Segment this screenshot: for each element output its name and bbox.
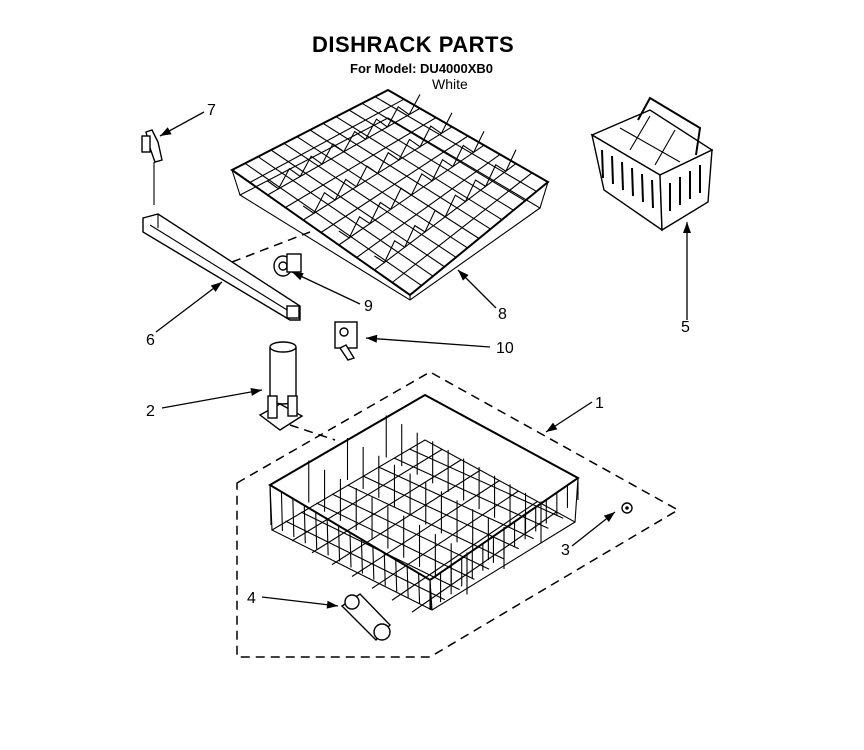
fastener <box>621 502 633 514</box>
callout-8: 8 <box>498 306 507 323</box>
upper-dishrack <box>230 88 550 301</box>
color-variant: White <box>432 76 468 92</box>
callout-6: 6 <box>146 332 155 349</box>
tube-alignment-line <box>289 424 336 441</box>
callout-2: 2 <box>146 403 155 420</box>
callout-10: 10 <box>496 340 514 357</box>
page-title: DISHRACK PARTS <box>312 32 515 57</box>
rack-roller <box>273 253 302 277</box>
silverware-basket <box>590 96 714 232</box>
callout-3: 3 <box>561 542 570 559</box>
callout-9: 9 <box>364 298 373 315</box>
rack-wheel <box>340 593 391 642</box>
model-number: For Model: DU4000XB0 <box>350 61 494 76</box>
lower-rack-assembly-outline <box>236 371 680 658</box>
lower-dishrack <box>268 393 580 613</box>
callout-4: 4 <box>247 590 256 607</box>
rack-slide-rail <box>142 213 301 321</box>
rack-stop-clip <box>141 129 163 205</box>
spray-tube <box>258 341 304 431</box>
roller-bracket <box>334 321 358 361</box>
callout-5: 5 <box>681 319 690 336</box>
callout-1: 1 <box>595 395 604 412</box>
callout-7: 7 <box>207 102 216 119</box>
